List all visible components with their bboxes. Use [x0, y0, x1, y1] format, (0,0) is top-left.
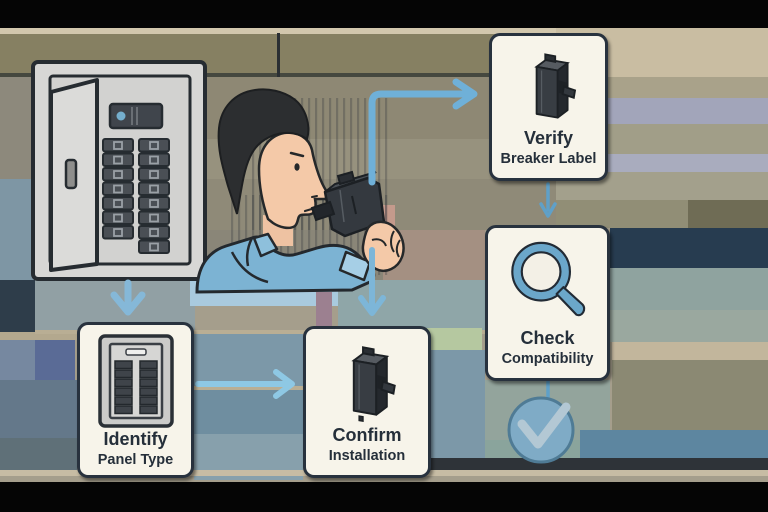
step-subtitle: Breaker Label — [500, 150, 597, 167]
face — [257, 131, 330, 230]
circuit-breaker-icon — [518, 45, 580, 127]
technician-illustration — [195, 88, 405, 294]
step-subtitle: Installation — [328, 447, 406, 464]
arrow-person-to-verify — [368, 78, 478, 186]
magnifier-icon — [505, 237, 591, 327]
collar — [252, 232, 279, 258]
step-card-confirm: Confirm Installation — [303, 326, 431, 478]
electrical-panel-icon — [97, 334, 174, 428]
letterbox-top — [0, 0, 768, 28]
step-title: Check — [520, 328, 575, 349]
arrow-identify-to-confirm — [195, 369, 295, 399]
panel-door — [49, 78, 99, 272]
hair — [217, 88, 310, 215]
step-title: Verify — [523, 128, 574, 149]
arrow-verify-to-check — [539, 182, 557, 218]
circuit-breaker-icon — [334, 338, 400, 424]
flow-arrows — [110, 78, 557, 404]
step-card-check: Check Compatibility — [485, 225, 610, 381]
breaker-switches — [102, 138, 170, 254]
held-breaker — [310, 170, 386, 238]
arrow-hand-to-confirm — [358, 247, 386, 316]
step-card-verify: Verify Breaker Label — [489, 33, 608, 181]
step-title: Confirm — [332, 425, 402, 446]
step-card-identify: Identify Panel Type — [77, 322, 194, 478]
arrow-panel-to-identify — [110, 279, 146, 316]
letterbox-bottom — [0, 482, 768, 512]
step-subtitle: Compatibility — [501, 350, 594, 367]
step-title: Identify — [103, 429, 168, 449]
step-subtitle: Panel Type — [97, 451, 174, 468]
cuff — [338, 250, 372, 282]
checkmark-circle — [507, 396, 575, 464]
electrical-panel-illustration — [31, 60, 207, 281]
